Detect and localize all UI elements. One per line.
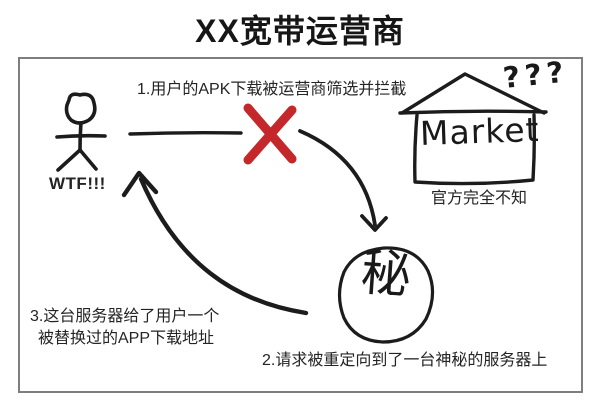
step3-line1: 3.这台服务器给了用户一个 [30,308,220,325]
diagram-sketch [55,72,548,344]
user-stick-figure-icon [55,92,107,172]
market-caption: 官方完全不知 [430,190,527,207]
step1-caption: 1.用户的APK下载被运营商筛选并拦截 [137,81,407,98]
app-market-house [398,72,548,186]
arrow-redirect-to-server [298,129,388,232]
arrow-server-to-user [121,170,309,316]
step3-line2: 被替换过的APP下载地址 [38,330,215,347]
request-line [128,130,243,136]
mystery-server-circle [337,246,435,344]
blocked-cross-icon [243,103,297,165]
user-exclaim-label: WTF!!! [49,174,106,193]
secret-server-label: 秘 [359,243,413,305]
market-sign-label: Market [419,109,541,154]
diagram-frame: 1.用户的APK下载被运营商筛选并拦截 WTF!!! ??? Market 官方… [18,54,583,393]
step3-caption: 3.这台服务器给了用户一个 被替换过的APP下载地址 [30,306,219,350]
step2-caption: 2.请求被重定向到了一台神秘的服务器上 [262,352,548,369]
page-title: XX宽带运营商 [195,13,405,49]
